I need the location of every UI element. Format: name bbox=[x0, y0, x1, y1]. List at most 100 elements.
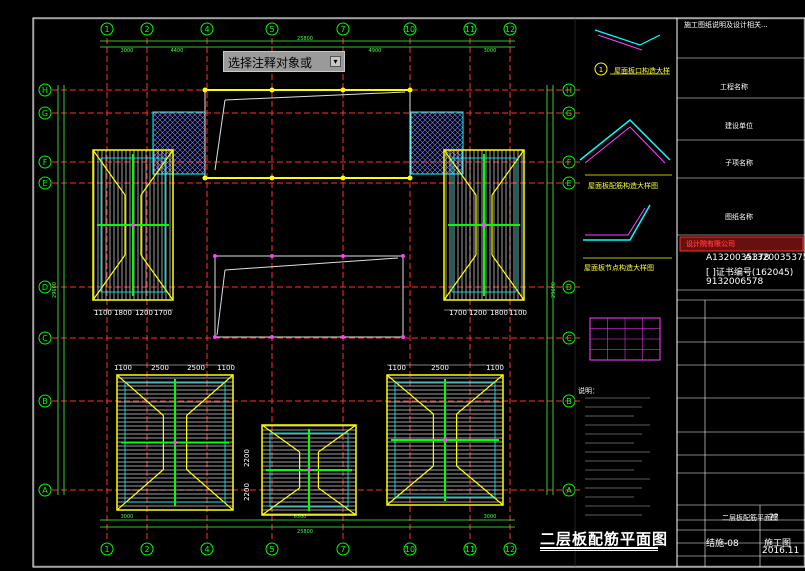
axis-label-left-A: A bbox=[42, 486, 48, 495]
detail-callout-number: 1 bbox=[599, 66, 603, 74]
plate-dim-left-3: 1700 bbox=[154, 309, 172, 317]
axis-label-top-5: 5 bbox=[269, 25, 274, 34]
axis-label-top-4: 4 bbox=[204, 25, 209, 34]
annotation-prompt-tooltip[interactable]: 选择注释对象或 ▾ bbox=[223, 51, 345, 72]
axis-bubble-bottom-7 bbox=[336, 542, 350, 556]
plate-dim-right-1: 1200 bbox=[469, 309, 487, 317]
dim-top-seg-1: 4400 bbox=[171, 48, 184, 54]
axis-label-top-1: 1 bbox=[104, 25, 109, 34]
rebar-top-diag2 bbox=[214, 99, 226, 171]
rebar-mid-diag bbox=[224, 257, 399, 271]
title-block-cert: [ ]证书编号(162045) bbox=[706, 268, 794, 278]
axis-bubble-top-4 bbox=[200, 22, 214, 36]
plate-dim-left-0: 1100 bbox=[94, 309, 112, 317]
axis-bubble-top-11 bbox=[463, 22, 477, 36]
dim-top-seg-3: 3000 bbox=[484, 48, 497, 54]
axis-label-bottom-7: 7 bbox=[340, 545, 345, 554]
axis-bubble-top-5 bbox=[265, 22, 279, 36]
plate-dim-bl-3: 1100 bbox=[217, 364, 235, 372]
column-mid-b-3 bbox=[401, 335, 405, 339]
axis-label-bottom-11: 11 bbox=[465, 545, 475, 554]
column-mid-b-2 bbox=[341, 335, 345, 339]
detail-label-3: 屋面板节点构造大样图 bbox=[584, 264, 654, 272]
column-top-1 bbox=[269, 87, 275, 93]
roof-plate-right-hip-3 bbox=[443, 254, 477, 301]
title-block-cert2: 9132006578 bbox=[706, 277, 764, 287]
title-block-owner: 建设单位 bbox=[725, 122, 753, 130]
roof-plate-bottom-right-hip-3 bbox=[386, 465, 434, 506]
title-block-company-bar bbox=[679, 236, 804, 252]
slab-top-center bbox=[204, 89, 411, 179]
column-mid-3 bbox=[401, 254, 405, 258]
detail-label-2: 屋面板配筋构造大样图 bbox=[588, 182, 658, 190]
axis-label-right-C: C bbox=[566, 334, 572, 343]
axis-bubble-top-10 bbox=[403, 22, 417, 36]
axis-bubble-left-F bbox=[38, 155, 52, 169]
axis-label-left-F: F bbox=[43, 158, 48, 167]
axis-label-right-H: H bbox=[566, 86, 572, 95]
axis-bubble-left-E bbox=[38, 176, 52, 190]
dim-bottom-total: 25800 bbox=[297, 529, 313, 535]
roof-plate-left-hip-3 bbox=[92, 254, 126, 301]
axis-bubble-left-B bbox=[38, 394, 52, 408]
plate-dim-c-1: 2200 bbox=[243, 449, 251, 467]
detail-callout-circle bbox=[594, 62, 608, 76]
column-mid-b-0 bbox=[213, 335, 217, 339]
column-mid-b-1 bbox=[270, 335, 274, 339]
title-block-frame bbox=[676, 17, 805, 568]
detail-1-rebar bbox=[597, 34, 643, 51]
roof-plate-bottom-center-column bbox=[307, 468, 311, 472]
axis-label-right-F: F bbox=[567, 158, 572, 167]
dim-top-total: 25800 bbox=[297, 36, 313, 42]
roof-plate-right-column bbox=[482, 223, 486, 227]
axis-label-right-A: A bbox=[566, 486, 572, 495]
axis-label-bottom-10: 10 bbox=[405, 545, 415, 554]
title-underline bbox=[540, 547, 658, 549]
dim-bottom-seg-0: 3000 bbox=[121, 514, 134, 520]
rebar-mid-diag2 bbox=[216, 269, 226, 336]
axis-label-left-H: H bbox=[42, 86, 48, 95]
axis-label-left-B: B bbox=[42, 397, 48, 406]
column-mid-2 bbox=[341, 254, 345, 258]
roof-plate-left-hip-2 bbox=[140, 149, 174, 196]
roof-plate-bottom-center-hip-1 bbox=[261, 424, 300, 453]
rebar-top-diag bbox=[224, 91, 406, 101]
axis-bubble-left-A bbox=[38, 483, 52, 497]
axis-bubble-bottom-1 bbox=[100, 542, 114, 556]
plate-dim-br-1: 2500 bbox=[431, 364, 449, 372]
plate-dim-left-1: 1800 bbox=[114, 309, 132, 317]
roof-plate-bottom-left-column bbox=[173, 440, 177, 445]
title-block-code-b: A1320035375 bbox=[745, 253, 805, 263]
axis-label-bottom-4: 4 bbox=[204, 545, 209, 554]
column-top-2 bbox=[340, 87, 346, 93]
dim-bottom-seg-3: 6300 bbox=[294, 514, 307, 520]
roof-plate-bottom-right-hip-2 bbox=[456, 374, 504, 415]
plate-dim-bl-0: 1100 bbox=[114, 364, 132, 372]
axis-label-left-C: C bbox=[42, 334, 48, 343]
column-mid-0 bbox=[213, 254, 217, 258]
roof-plate-left-hip-1 bbox=[92, 149, 126, 196]
plate-dim-bl-1: 2500 bbox=[151, 364, 169, 372]
axis-bubble-left-G bbox=[38, 106, 52, 120]
dim-right-total: 29600 bbox=[551, 282, 557, 298]
detail-2-ridge bbox=[579, 118, 671, 161]
roof-plate-bottom-left-hip-4 bbox=[186, 469, 234, 511]
title-block-project: 工程名称 bbox=[720, 83, 748, 91]
title-block-subitem: 子项名称 bbox=[725, 159, 753, 167]
plate-dim-right-3: 1100 bbox=[509, 309, 527, 317]
column-top-b-1 bbox=[269, 175, 275, 181]
roof-plate-bottom-center-hip-2 bbox=[318, 424, 357, 453]
axis-label-bottom-2: 2 bbox=[144, 545, 149, 554]
dropdown-arrow-icon[interactable]: ▾ bbox=[330, 56, 341, 67]
axis-bubble-top-7 bbox=[336, 22, 350, 36]
roof-plate-left-column bbox=[131, 223, 135, 227]
plate-dim-right-0: 1700 bbox=[449, 309, 467, 317]
drawing-frame bbox=[32, 17, 805, 568]
axis-bubble-bottom-11 bbox=[463, 542, 477, 556]
axis-label-top-11: 11 bbox=[465, 25, 475, 34]
tooltip-text: 选择注释对象或 bbox=[228, 56, 313, 70]
roof-plate-bottom-left-hip-1 bbox=[116, 374, 164, 416]
axis-bubble-top-2 bbox=[140, 22, 154, 36]
roof-plate-bottom-left-hip-3 bbox=[116, 469, 164, 511]
